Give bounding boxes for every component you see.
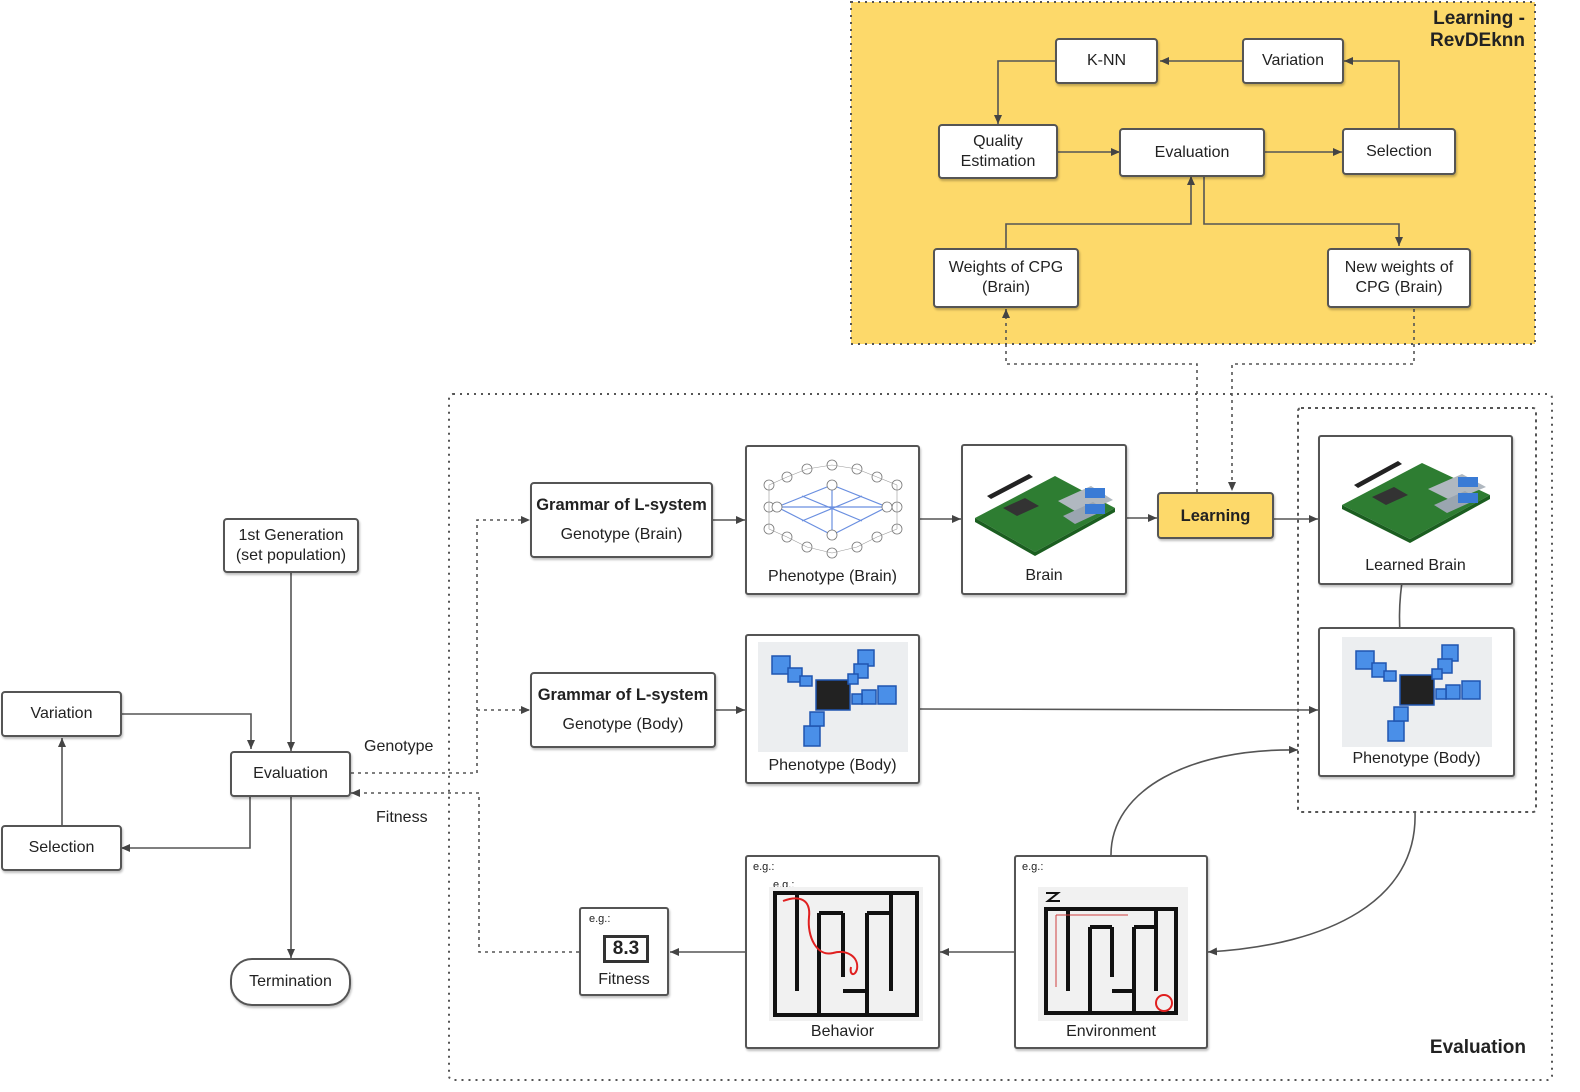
new-weights-box[interactable]: New weights of CPG (Brain) — [1327, 248, 1471, 308]
evaluation-region-title: Evaluation — [1429, 1037, 1526, 1058]
variation-learning-label: Variation — [1262, 52, 1324, 69]
termination-box[interactable]: Termination — [230, 958, 351, 1006]
selection-learning-label: Selection — [1366, 142, 1432, 160]
fitness-box[interactable]: e.g.: 8.3 Fitness — [579, 907, 669, 996]
dotted-learning-weights — [1002, 309, 1198, 492]
arrow-evaluation-newweights — [1203, 176, 1403, 246]
learned-brain-box[interactable]: Learned Brain — [1318, 435, 1513, 585]
grammar-brain-sub: Genotype (Brain) — [560, 526, 683, 543]
phenotype-body-box[interactable]: Phenotype (Body) — [745, 634, 920, 784]
cpg-network-image — [763, 459, 903, 559]
learned-raspberry-pi-image — [1342, 461, 1490, 543]
variation-label: Variation — [30, 705, 93, 722]
dotted-evaluation-grammarbrain — [351, 516, 530, 774]
phenotype-body-evaluated-label: Phenotype (Body) — [1352, 750, 1481, 767]
grammar-brain-title: Grammar of L-system — [536, 496, 707, 514]
robot-body-evaluated-image — [1342, 637, 1492, 747]
first-generation-label: 1st Generation (set population) — [235, 526, 347, 564]
behavior-eg-label: e.g.: — [753, 861, 775, 873]
phenotype-brain-box[interactable]: Phenotype (Brain) — [745, 445, 920, 595]
arrow-weights-evaluation — [1005, 176, 1195, 248]
evaluation-box[interactable]: Evaluation — [230, 751, 351, 797]
grammar-body-sub: Genotype (Body) — [562, 716, 684, 733]
evaluated-robot-region — [1297, 407, 1537, 813]
fitness-score-display: 8.3 — [603, 935, 649, 963]
environment-eg-label: e.g.: — [1022, 861, 1044, 873]
raspberry-pi-image — [975, 474, 1115, 556]
quality-estimation-box[interactable]: Quality Estimation — [938, 124, 1058, 179]
evaluation-label: Evaluation — [253, 765, 328, 782]
genotype-edge-label: Genotype — [364, 738, 434, 755]
weights-cpg-label: Weights of CPG (Brain) — [948, 259, 1064, 296]
arrow-phenobody-phenobody2 — [918, 705, 1319, 714]
arrow-environment-region — [1110, 745, 1299, 857]
arrow-evaluation-selection-left — [121, 796, 251, 852]
knn-box[interactable]: K-NN — [1055, 38, 1158, 84]
learning-region-title: Learning - RevDEknn — [1429, 8, 1525, 51]
phenotype-brain-label: Phenotype (Brain) — [768, 568, 897, 585]
evaluation-learning-label: Evaluation — [1154, 143, 1230, 161]
weights-cpg-box[interactable]: Weights of CPG (Brain) — [933, 248, 1079, 308]
evaluation-learning-box[interactable]: Evaluation — [1119, 128, 1265, 177]
environment-label: Environment — [1066, 1023, 1156, 1040]
first-generation-box[interactable]: 1st Generation (set population) — [223, 518, 359, 573]
arrow-variation-evaluation — [121, 713, 255, 749]
fitness-eg-label: e.g.: — [589, 913, 611, 925]
termination-label: Termination — [249, 973, 332, 990]
behavior-label: Behavior — [810, 1023, 875, 1040]
dotted-fitness-evaluation — [351, 789, 579, 953]
new-weights-label: New weights of CPG (Brain) — [1344, 259, 1454, 296]
learned-brain-label: Learned Brain — [1365, 557, 1466, 574]
arrow-region-environment — [1207, 811, 1416, 956]
selection-box[interactable]: Selection — [1, 825, 122, 871]
selection-label: Selection — [28, 839, 95, 856]
fitness-edge-label: Fitness — [376, 809, 428, 826]
arrow-selection-variation — [1344, 57, 1400, 128]
phenotype-body-label: Phenotype (Body) — [768, 757, 897, 774]
grammar-body-title: Grammar of L-system — [537, 686, 709, 704]
learning-label: Learning — [1180, 506, 1251, 525]
behavior-maze-image — [769, 887, 923, 1021]
arrow-knn-quality — [994, 60, 1056, 124]
knn-label: K-NN — [1086, 52, 1127, 69]
brain-label: Brain — [1025, 567, 1063, 584]
grammar-body-box[interactable]: Grammar of L-system Genotype (Body) — [530, 672, 716, 748]
variation-learning-box[interactable]: Variation — [1242, 38, 1344, 84]
grammar-brain-box[interactable]: Grammar of L-system Genotype (Brain) — [530, 482, 713, 558]
evaluation-region — [448, 393, 1553, 1081]
learning-box[interactable]: Learning — [1157, 492, 1274, 539]
phenotype-body-evaluated-box[interactable]: Phenotype (Body) — [1318, 627, 1515, 777]
behavior-box[interactable]: e.g.: e.g.: Behavior — [745, 855, 940, 1049]
selection-learning-box[interactable]: Selection — [1342, 128, 1456, 175]
quality-estimation-label: Quality Estimation — [960, 132, 1036, 170]
environment-box[interactable]: e.g.: Environment — [1014, 855, 1208, 1049]
fitness-label: Fitness — [598, 971, 650, 988]
brain-box[interactable]: Brain — [961, 444, 1127, 595]
environment-maze-image — [1038, 887, 1188, 1021]
variation-box[interactable]: Variation — [1, 691, 122, 737]
robot-body-image — [758, 642, 908, 752]
